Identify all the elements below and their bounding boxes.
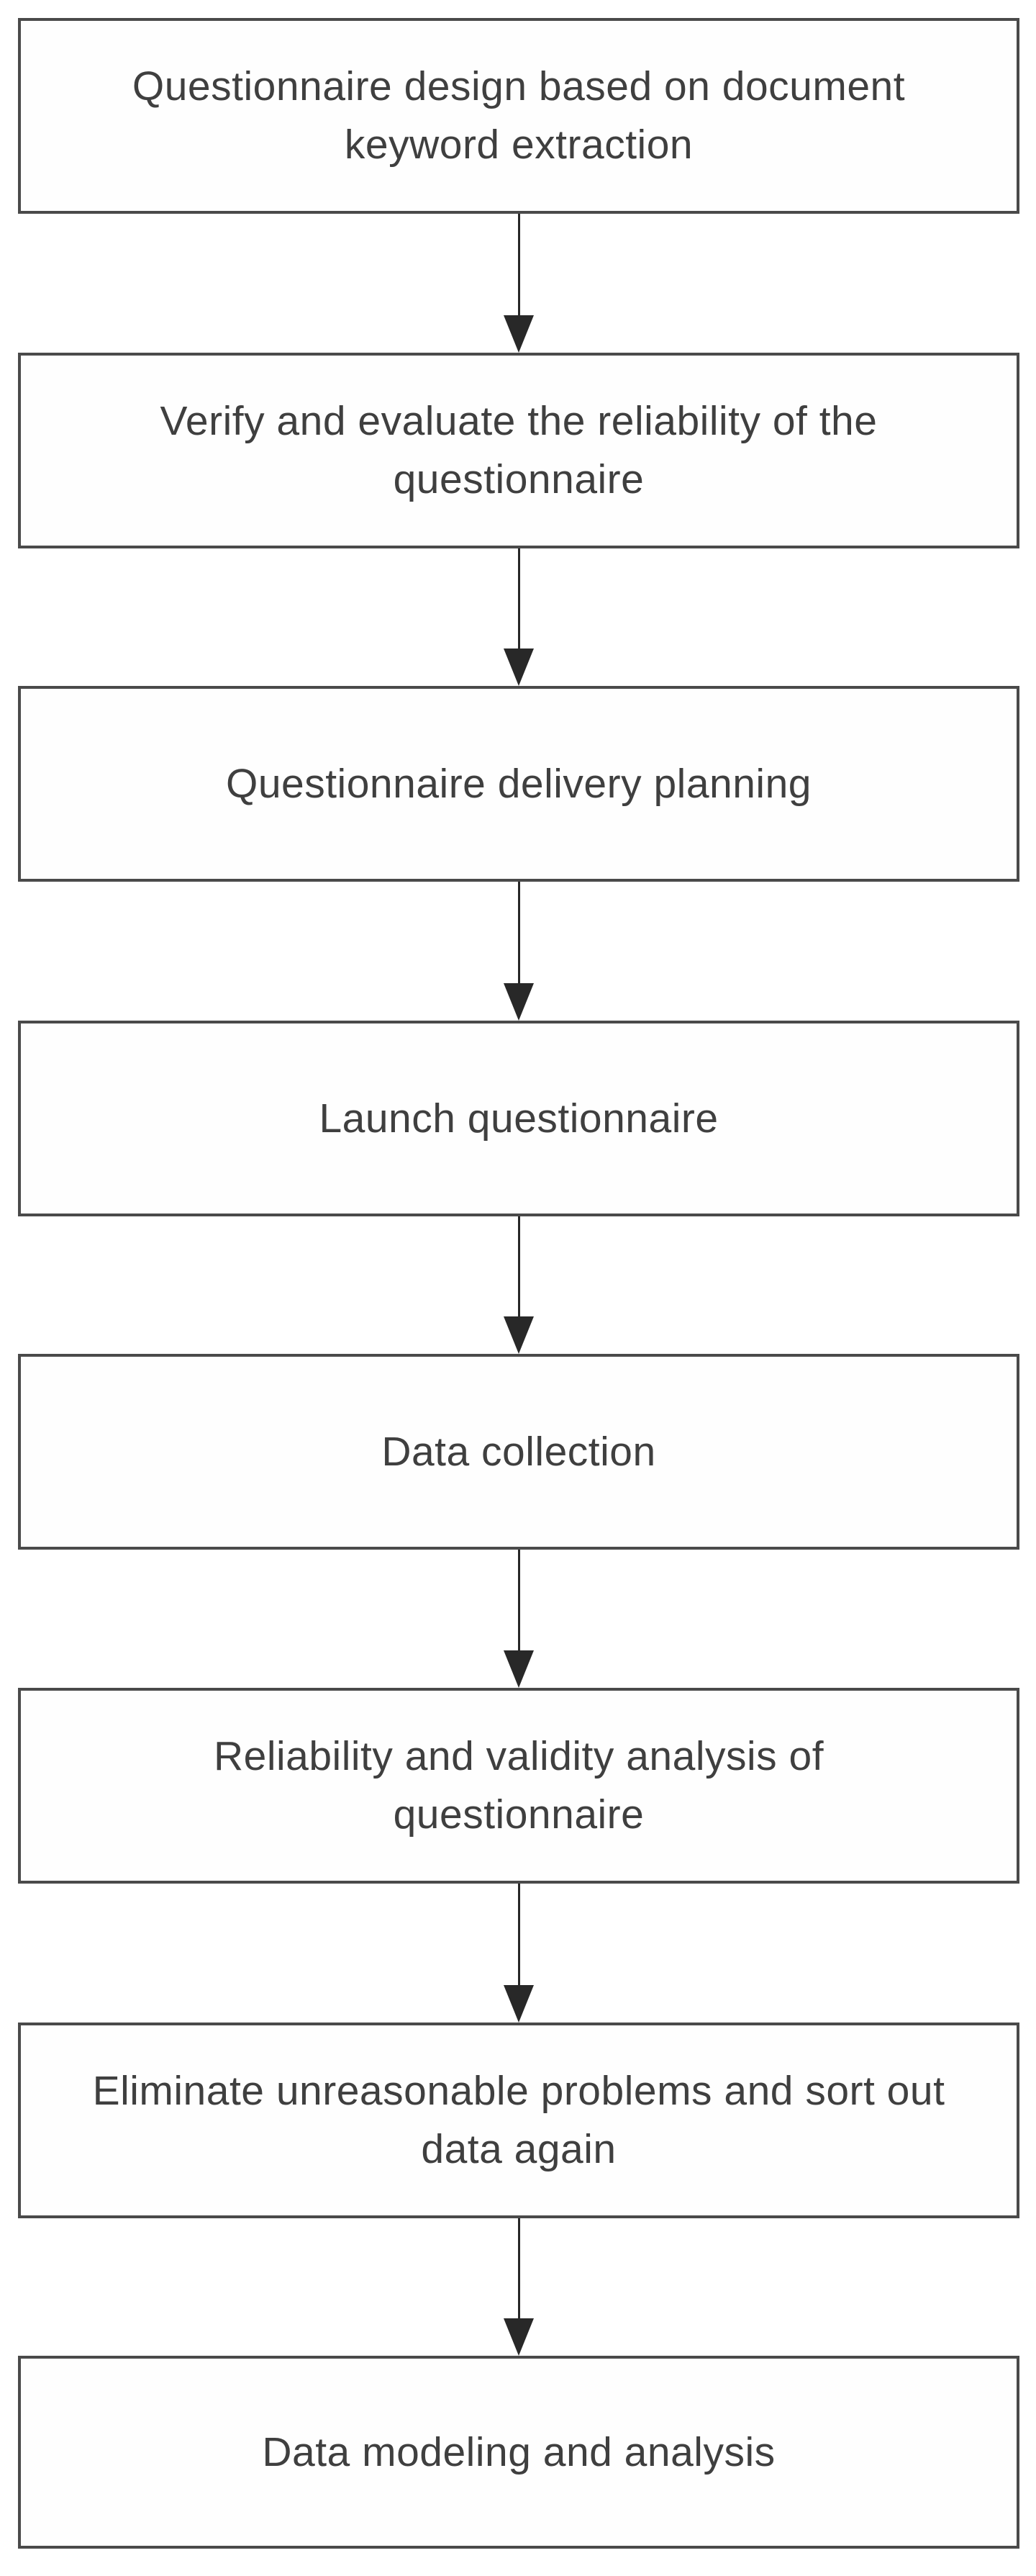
flow-box-3: Questionnaire delivery planning <box>18 686 1019 882</box>
flow-box-4-label: Launch questionnaire <box>319 1095 719 1142</box>
down-arrow-icon <box>503 1216 535 1354</box>
flow-box-5: Data collection <box>18 1354 1019 1550</box>
flow-box-8: Data modeling and analysis <box>18 2356 1019 2549</box>
flow-box-7: Eliminate unreasonable problems and sort… <box>18 2023 1019 2218</box>
down-arrow-icon <box>503 1884 535 2023</box>
flow-box-4: Launch questionnaire <box>18 1021 1019 1216</box>
arrow-line <box>517 2218 520 2318</box>
down-arrow-icon <box>503 548 535 686</box>
flow-box-5-label: Data collection <box>381 1428 656 1475</box>
flow-box-7-label: Eliminate unreasonable problems and sort… <box>92 2068 945 2172</box>
down-arrow-icon <box>503 1550 535 1688</box>
flow-box-2-label: Verify and evaluate the reliability of t… <box>160 398 878 502</box>
flow-box-8-label: Data modeling and analysis <box>262 2428 776 2475</box>
arrow-head-icon <box>504 2318 534 2356</box>
arrow-head-icon <box>504 1316 534 1354</box>
arrow-line <box>517 548 520 648</box>
arrow-line <box>517 1216 520 1316</box>
down-arrow-icon <box>503 214 535 353</box>
flow-box-2: Verify and evaluate the reliability of t… <box>18 353 1019 548</box>
arrow-line <box>517 1884 520 1985</box>
arrow-head-icon <box>504 983 534 1021</box>
down-arrow-icon <box>503 882 535 1021</box>
arrow-line <box>517 882 520 983</box>
down-arrow-icon <box>503 2218 535 2356</box>
arrow-head-icon <box>504 1650 534 1688</box>
flow-box-6: Reliability and validity analysis of que… <box>18 1688 1019 1884</box>
flow-box-3-label: Questionnaire delivery planning <box>225 760 812 807</box>
arrow-line <box>517 1550 520 1650</box>
flow-box-1-label: Questionnaire design based on document k… <box>132 63 906 168</box>
arrow-head-icon <box>504 648 534 686</box>
arrow-line <box>517 214 520 315</box>
flow-box-1: Questionnaire design based on document k… <box>18 18 1019 214</box>
arrow-head-icon <box>504 1985 534 2023</box>
arrow-head-icon <box>504 315 534 353</box>
flow-box-6-label: Reliability and validity analysis of que… <box>213 1733 824 1838</box>
